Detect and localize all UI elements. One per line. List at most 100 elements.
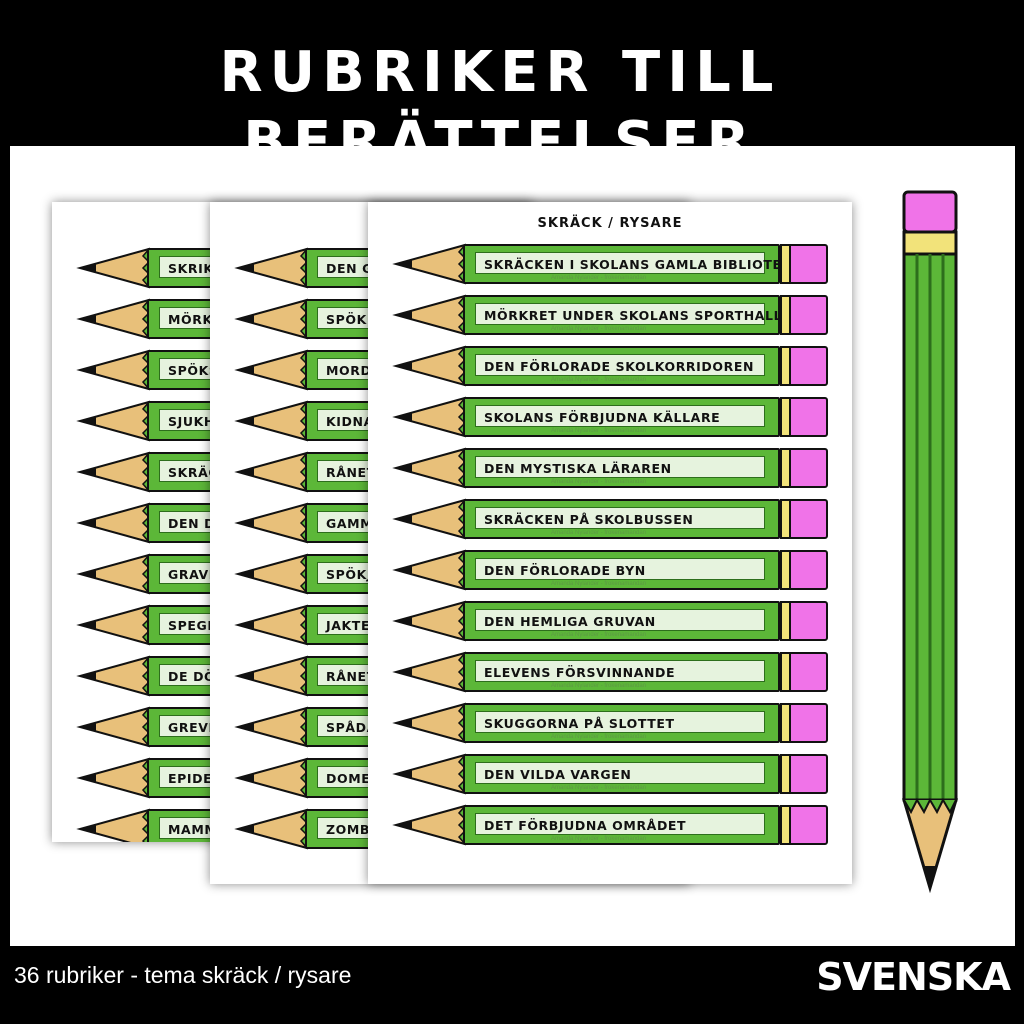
eraser-icon	[789, 499, 828, 539]
story-title: SKRÄCKEN PÅ SKOLBUSSEN	[484, 512, 694, 527]
pencil-tip-icon	[234, 349, 308, 391]
pencil-tip-icon	[392, 396, 466, 438]
pencil-title-row: SKRÄCKEN I SKOLANS GAMLA BIBLIOTEK Amanda…	[392, 242, 834, 286]
pencil-tip-icon	[234, 451, 308, 493]
pencil-tip-icon	[234, 502, 308, 544]
story-title: DEN MYSTISKA LÄRAREN	[484, 461, 672, 476]
pencil-tip-icon	[234, 808, 308, 850]
story-title: RÅNET	[326, 465, 376, 480]
credit-text: Amanda Nylander - frokenamandan	[551, 275, 647, 281]
pencil-tip-icon	[76, 553, 150, 595]
story-title: MÖRKRET UNDER SKOLANS SPORTHALL	[484, 308, 783, 323]
credit-text: Amanda Nylander - frokenamandan	[551, 836, 647, 842]
brand-label: SVENSKA	[816, 955, 1011, 999]
worksheet-heading: SKRÄCK / RYSARE	[537, 216, 683, 231]
pencil-title-row: DEN VILDA VARGEN Amanda Nylander - froken…	[392, 752, 834, 796]
pencil-tip-icon	[76, 502, 150, 544]
pencil-tip-icon	[76, 400, 150, 442]
pencil-tip-icon	[76, 247, 150, 289]
credit-text: Amanda Nylander - frokenamandan	[551, 377, 647, 383]
credit-text: Amanda Nylander - frokenamandan	[551, 683, 647, 689]
caption: 36 rubriker - tema skräck / rysare	[14, 962, 352, 988]
label-strip: DEN MYSTISKA LÄRAREN	[475, 456, 765, 478]
pencil-tip-icon	[392, 447, 466, 489]
pencil-tip-icon	[234, 298, 308, 340]
pencil-tip-icon	[76, 298, 150, 340]
story-title: JAKTEN	[326, 618, 382, 633]
eraser-icon	[789, 754, 828, 794]
story-title: DEN VILDA VARGEN	[484, 767, 632, 782]
pencil-barrel: ELEVENS FÖRSVINNANDE Amanda Nylander - fr…	[463, 652, 780, 692]
pencil-barrel: DEN FÖRLORADE SKOLKORRIDOREN Amanda Nylan…	[463, 346, 780, 386]
eraser-icon	[789, 397, 828, 437]
credit-text: Amanda Nylander - frokenamandan	[551, 581, 647, 587]
story-title: DEN FÖRLORADE BYN	[484, 563, 646, 578]
pencil-tip-icon	[234, 400, 308, 442]
label-strip: DET FÖRBJUDNA OMRÅDET	[475, 813, 765, 835]
pencil-barrel: SKOLANS FÖRBJUDNA KÄLLARE Amanda Nylander…	[463, 397, 780, 437]
story-title: DEN HEMLIGA GRUVAN	[484, 614, 656, 629]
page-title: RUBRIKER TILL BERÄTTELSER	[219, 40, 781, 175]
pencil-title-row: DEN HEMLIGA GRUVAN Amanda Nylander - frok…	[392, 599, 834, 643]
pencil-title-row: MÖRKRET UNDER SKOLANS SPORTHALL Amanda Ny…	[392, 293, 834, 337]
pencil-tip-icon	[392, 243, 466, 285]
pencil-title-row: SKRÄCKEN PÅ SKOLBUSSEN Amanda Nylander - …	[392, 497, 834, 541]
pencil-barrel: SKRÄCKEN I SKOLANS GAMLA BIBLIOTEK Amanda…	[463, 244, 791, 284]
pencil-tip-icon	[76, 808, 150, 842]
pencil-barrel: MÖRKRET UNDER SKOLANS SPORTHALL Amanda Ny…	[463, 295, 782, 335]
pencil-title-row: DEN FÖRLORADE BYN Amanda Nylander - froke…	[392, 548, 834, 592]
pencil-tip-icon	[76, 655, 150, 697]
credit-text: Amanda Nylander - frokenamandan	[551, 530, 647, 536]
pencil-tip-icon	[234, 706, 308, 748]
pencil-tip-icon	[76, 757, 150, 799]
label-strip: MÖRKRET UNDER SKOLANS SPORTHALL	[475, 303, 782, 325]
pencil-barrel: DEN HEMLIGA GRUVAN Amanda Nylander - frok…	[463, 601, 780, 641]
pencil-tip-icon	[392, 702, 466, 744]
pencil-icon	[901, 190, 959, 894]
credit-text: Amanda Nylander - frokenamandan	[551, 785, 647, 791]
pencil-tip-icon	[392, 600, 466, 642]
eraser-icon	[789, 448, 828, 488]
pencil-tip-icon	[392, 345, 466, 387]
credit-text: Amanda Nylander - frokenamandan	[551, 326, 647, 332]
eraser-icon	[789, 652, 828, 692]
pencil-tip-icon	[392, 294, 466, 336]
credit-text: Amanda Nylander - frokenamandan	[551, 428, 647, 434]
story-title: SKOLANS FÖRBJUDNA KÄLLARE	[484, 410, 721, 425]
story-title: SKRÄCKEN I SKOLANS GAMLA BIBLIOTEK	[484, 257, 792, 272]
pencil-tip-icon	[234, 247, 308, 289]
credit-text: Amanda Nylander - frokenamandan	[551, 734, 647, 740]
eraser-icon	[789, 805, 828, 845]
story-title: ELEVENS FÖRSVINNANDE	[484, 665, 676, 680]
pencil-tip-icon	[234, 604, 308, 646]
eraser-icon	[789, 295, 828, 335]
pencil-tip-icon	[392, 498, 466, 540]
eraser-icon	[789, 244, 828, 284]
label-strip: SKUGGORNA PÅ SLOTTET	[475, 711, 765, 733]
pencil-tip-icon	[76, 706, 150, 748]
pencil-tip-icon	[76, 451, 150, 493]
label-strip: DEN FÖRLORADE BYN	[475, 558, 765, 580]
pencil-title-row: SKOLANS FÖRBJUDNA KÄLLARE Amanda Nylander…	[392, 395, 834, 439]
label-strip: SKRÄCKEN I SKOLANS GAMLA BIBLIOTEK	[475, 252, 791, 274]
label-strip: DEN HEMLIGA GRUVAN	[475, 609, 765, 631]
story-title: DEN FÖRLORADE SKOLKORRIDOREN	[484, 359, 755, 374]
label-strip: SKRÄCKEN PÅ SKOLBUSSEN	[475, 507, 765, 529]
pencil-tip-icon	[76, 604, 150, 646]
credit-text: Amanda Nylander - frokenamandan	[551, 632, 647, 638]
label-strip: SKOLANS FÖRBJUDNA KÄLLARE	[475, 405, 765, 427]
pencil-tip-icon	[234, 553, 308, 595]
pencil-title-row: ELEVENS FÖRSVINNANDE Amanda Nylander - fr…	[392, 650, 834, 694]
pencil-tip-icon	[76, 349, 150, 391]
pencil-barrel: DEN FÖRLORADE BYN Amanda Nylander - froke…	[463, 550, 780, 590]
label-strip: DEN FÖRLORADE SKOLKORRIDOREN	[475, 354, 765, 376]
eraser-icon	[789, 550, 828, 590]
eraser-icon	[789, 346, 828, 386]
pencil-barrel: DEN VILDA VARGEN Amanda Nylander - froken…	[463, 754, 780, 794]
